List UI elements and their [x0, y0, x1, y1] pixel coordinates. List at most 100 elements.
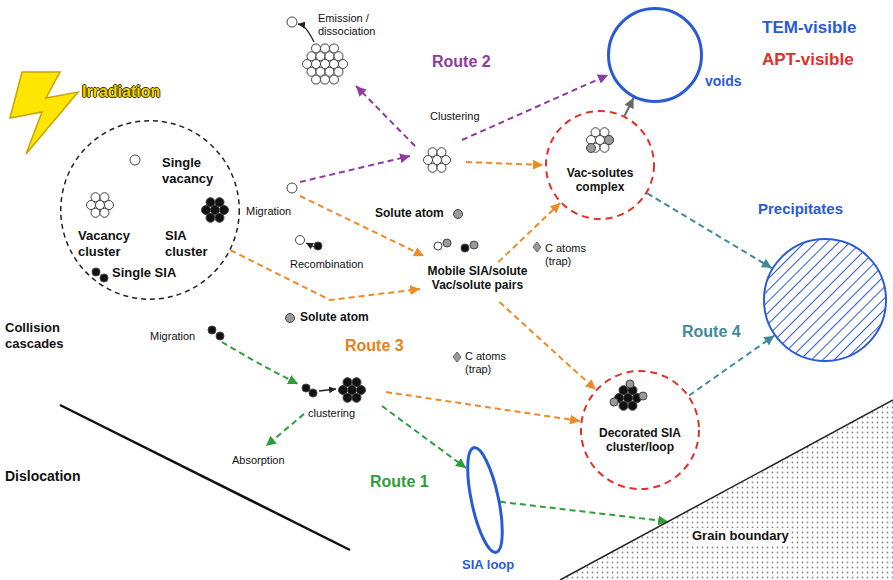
- route-connector: [230, 250, 420, 300]
- route3-arrow: [386, 392, 580, 421]
- clustering-arrow: [319, 389, 336, 391]
- label-text: C atoms (trap): [465, 350, 525, 376]
- complex-circle: Vac-solutes complex: [545, 110, 655, 220]
- atom: [216, 332, 224, 340]
- label-text: APT-visible: [762, 50, 854, 70]
- atom: [208, 326, 216, 334]
- mobile-species: Mobile SIA/solute Vac/solute pairs: [420, 262, 535, 302]
- node-text: Grain boundary: [690, 528, 791, 544]
- atom: [605, 136, 614, 145]
- node-text: Single vacancy: [162, 155, 234, 186]
- label-text: Recombination: [290, 258, 363, 271]
- atom: [442, 156, 451, 165]
- label-text: Migration: [150, 330, 195, 343]
- label-text: Route 1: [370, 472, 429, 491]
- atom: [130, 155, 140, 165]
- route-arrows: [222, 75, 608, 468]
- atom: [286, 314, 295, 323]
- route1-arrow: [222, 342, 298, 384]
- carbon-atom: [453, 352, 461, 362]
- label-text: TEM-visible: [762, 18, 856, 38]
- atom: [92, 268, 100, 276]
- atom: [339, 60, 348, 69]
- lightning-bolt: [10, 72, 78, 154]
- route-connector: [625, 98, 634, 116]
- route-connector: [689, 336, 774, 396]
- label-text: clustering: [308, 407, 355, 420]
- node-text: voids: [705, 73, 742, 90]
- node-text: SIA cluster: [165, 228, 215, 259]
- node-shape: [581, 371, 699, 489]
- atom: [287, 183, 297, 193]
- carbon-atom: [533, 242, 541, 252]
- node-text: Irradiation: [82, 82, 160, 101]
- node-shape: [546, 111, 654, 219]
- sia-loop-ellipse: SIA loop: [470, 445, 500, 555]
- decorated-circle: Decorated SIA cluster/loop: [580, 370, 700, 490]
- label-text: Migration: [246, 205, 291, 218]
- route2-arrow: [462, 75, 608, 140]
- route3-arrow: [466, 162, 543, 165]
- label-text: Dislocation: [5, 468, 80, 485]
- atom: [639, 392, 647, 400]
- node-text: Single SIA: [112, 265, 176, 281]
- atom-balls: [87, 17, 648, 410]
- atom: [626, 380, 634, 388]
- node-text: SIA loop: [462, 557, 514, 573]
- node-text: Mobile SIA/solute Vac/solute pairs: [420, 264, 535, 293]
- route2-arrow: [356, 86, 415, 146]
- route2-arrow: [300, 156, 410, 182]
- atom: [454, 210, 463, 219]
- void-circle: voids: [607, 7, 703, 103]
- label-text: Solute atom: [300, 310, 369, 324]
- cascade-circle: Single vacancyVacancy cluster SIA cluster…: [60, 120, 240, 300]
- label-text: Absorption: [232, 454, 285, 467]
- node-outline: [607, 7, 703, 103]
- route1-arrow: [266, 414, 304, 446]
- atom: [302, 384, 310, 392]
- emission-arrow: [298, 24, 314, 42]
- atom: [587, 144, 596, 153]
- precipitate-circle: Precipitates: [763, 238, 887, 362]
- atom: [287, 17, 297, 27]
- route3-arrow: [300, 196, 424, 256]
- label-text: Route 4: [682, 322, 741, 341]
- atom: [220, 206, 229, 215]
- atom: [100, 274, 108, 282]
- atom: [296, 236, 305, 245]
- label-text: Solute atom: [375, 206, 444, 220]
- atom: [443, 239, 451, 247]
- node-outline: [470, 445, 500, 555]
- region-border: [560, 400, 893, 580]
- route-connector: [500, 502, 668, 522]
- recombination-arrow: [306, 243, 314, 247]
- label-text: Route 2: [432, 52, 491, 71]
- label-text: C atoms (trap): [545, 242, 605, 268]
- node-text: Collision cascades: [5, 320, 95, 351]
- node-outline: [763, 238, 887, 362]
- atom: [470, 241, 478, 249]
- route-connector: [647, 193, 772, 268]
- node-text: Vac-solutes complex: [553, 166, 647, 195]
- node-shape: [61, 121, 240, 300]
- atom: [105, 201, 114, 210]
- atom: [434, 242, 442, 250]
- atom: [610, 398, 618, 406]
- label-text: Clustering: [430, 110, 480, 123]
- node-shape: [764, 239, 886, 361]
- label-text: Route 3: [345, 336, 404, 355]
- dislocation-line: [60, 405, 350, 550]
- node-shape: [609, 9, 702, 102]
- node-text: Precipitates: [758, 200, 843, 218]
- label-text: Emission / dissociation: [318, 12, 390, 38]
- atom: [357, 386, 366, 395]
- atom: [314, 242, 322, 250]
- node-text: Vacancy cluster: [78, 228, 140, 259]
- node-text: Decorated SIA cluster/loop: [590, 426, 690, 455]
- route-connector: [499, 302, 595, 390]
- route1-arrow: [382, 406, 466, 468]
- atom: [605, 136, 614, 145]
- atom: [461, 244, 469, 252]
- atom: [309, 389, 317, 397]
